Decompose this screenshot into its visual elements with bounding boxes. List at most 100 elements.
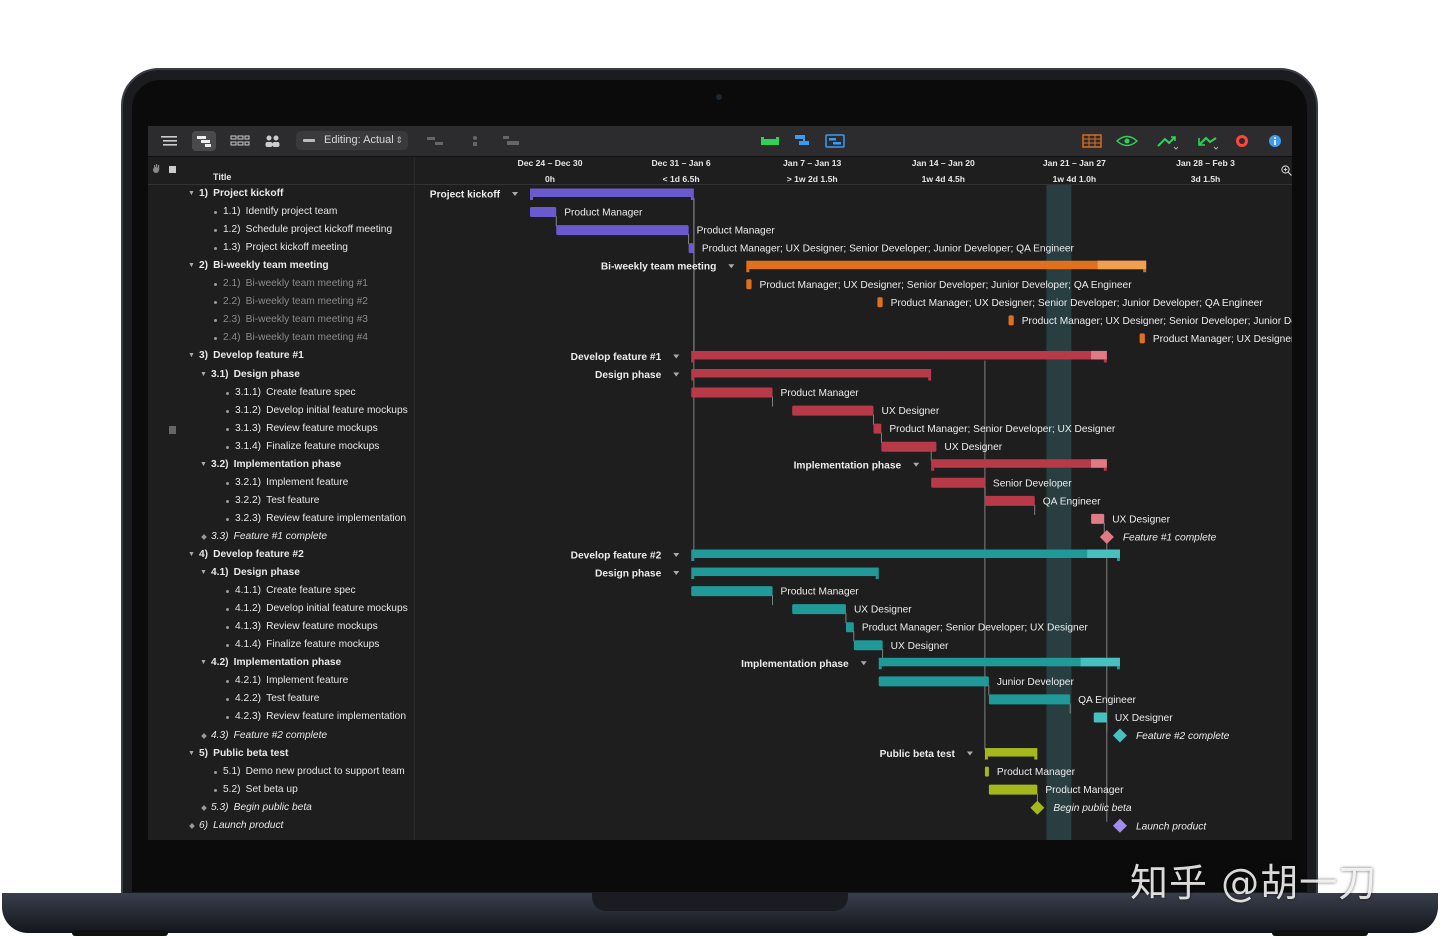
connect-tasks-icon[interactable]: [426, 134, 444, 148]
summary-bar-cap[interactable]: [878, 666, 882, 670]
summary-bar-cap[interactable]: [1116, 558, 1120, 561]
task-row[interactable]: 2.3) Bi-weekly team meeting #3: [148, 311, 414, 329]
task-row[interactable]: 5.3) Begin public beta: [148, 799, 414, 817]
summary-bar-cap[interactable]: [691, 576, 695, 580]
milestone-diamond[interactable]: [1030, 800, 1045, 815]
catch-up-icon[interactable]: [1156, 134, 1178, 150]
title-column-header[interactable]: Title: [213, 172, 232, 182]
summary-bar-cap[interactable]: [691, 359, 695, 363]
summary-bar-remaining[interactable]: [1087, 549, 1120, 559]
task-bar[interactable]: [746, 279, 752, 290]
task-bar[interactable]: [792, 405, 874, 416]
task-row[interactable]: 3.2.2) Test feature: [148, 492, 414, 510]
task-row[interactable]: ▼5) Public beta test: [148, 745, 414, 763]
outline-view-icon[interactable]: [192, 131, 216, 151]
task-row[interactable]: 4.1.2) Develop initial feature mockups: [148, 600, 414, 618]
summary-bar-cap[interactable]: [746, 269, 750, 273]
task-row[interactable]: ▼3.1) Design phase: [148, 366, 414, 384]
task-bar[interactable]: [1008, 315, 1014, 326]
disclosure-triangle-icon[interactable]: ▼: [188, 262, 195, 270]
task-bar[interactable]: [877, 297, 883, 308]
spreadsheet-icon[interactable]: [1082, 134, 1102, 148]
task-bar[interactable]: [878, 676, 989, 687]
task-bar[interactable]: [873, 423, 882, 434]
task-row[interactable]: ▼3.2) Implementation phase: [148, 456, 414, 474]
summary-bar-cap[interactable]: [691, 558, 695, 561]
summary-bar-cap[interactable]: [1103, 467, 1107, 471]
summary-bar[interactable]: [691, 350, 1107, 360]
task-row[interactable]: 4.1.3) Review feature mockups: [148, 618, 414, 636]
collapse-triangle-icon[interactable]: [673, 553, 680, 557]
task-row[interactable]: 4.2.1) Implement feature: [148, 672, 414, 690]
task-bar[interactable]: [688, 243, 694, 254]
task-row[interactable]: ▼2) Bi-weekly team meeting: [148, 257, 414, 275]
task-row[interactable]: ▼3) Develop feature #1: [148, 347, 414, 365]
summary-bar-cap[interactable]: [931, 467, 935, 471]
split-task-icon[interactable]: [502, 134, 520, 148]
summary-bar-cap[interactable]: [690, 197, 694, 200]
task-bar[interactable]: [1093, 712, 1107, 723]
task-row[interactable]: 1.2) Schedule project kickoff meeting: [148, 221, 414, 239]
note-icon[interactable]: [169, 166, 176, 173]
hand-icon[interactable]: [151, 164, 161, 174]
task-bar[interactable]: [1139, 333, 1145, 344]
task-bar[interactable]: [1091, 513, 1105, 524]
summary-bar[interactable]: [746, 260, 1147, 270]
collapse-triangle-icon[interactable]: [673, 372, 680, 377]
eye-icon[interactable]: [1116, 134, 1138, 148]
task-bar[interactable]: [988, 694, 1071, 705]
collapse-triangle-icon[interactable]: [673, 354, 680, 359]
task-bar[interactable]: [691, 387, 773, 398]
task-bar[interactable]: [931, 477, 985, 488]
task-row[interactable]: 4.2.3) Review feature implementation: [148, 708, 414, 726]
task-bar[interactable]: [853, 640, 883, 651]
summary-bar[interactable]: [984, 748, 1038, 757]
task-row[interactable]: 5.2) Set beta up: [148, 781, 414, 799]
disclosure-triangle-icon[interactable]: ▼: [200, 569, 207, 577]
disclosure-triangle-icon[interactable]: ▼: [200, 370, 207, 378]
disclosure-triangle-icon[interactable]: ▼: [200, 659, 207, 667]
milestone-diamond[interactable]: [1112, 728, 1127, 743]
summary-bar[interactable]: [691, 567, 879, 577]
disclosure-triangle-icon[interactable]: ▼: [188, 749, 195, 757]
disclosure-triangle-icon[interactable]: ▼: [188, 352, 195, 360]
task-row[interactable]: 4.1.4) Finalize feature mockups: [148, 636, 414, 654]
today-band[interactable]: [1046, 185, 1072, 840]
pane-divider[interactable]: [414, 157, 415, 840]
task-row[interactable]: 3.1.2) Develop initial feature mockups: [148, 402, 414, 420]
collapse-triangle-icon[interactable]: [860, 661, 867, 666]
collapse-triangle-icon[interactable]: [728, 264, 735, 269]
task-row[interactable]: ▼4.2) Implementation phase: [148, 654, 414, 672]
task-bar[interactable]: [988, 784, 1038, 795]
resource-leveling-icon[interactable]: [793, 134, 811, 148]
task-row[interactable]: 4.2.2) Test feature: [148, 690, 414, 708]
violation-icon[interactable]: [1235, 134, 1249, 148]
summary-bar-cap[interactable]: [530, 197, 533, 200]
summary-bar[interactable]: [691, 549, 1120, 559]
disclosure-triangle-icon[interactable]: ▼: [188, 551, 195, 558]
collapse-triangle-icon[interactable]: [512, 192, 518, 196]
task-row[interactable]: 3.2.1) Implement feature: [148, 474, 414, 492]
task-row[interactable]: 3.2.3) Review feature implementation: [148, 510, 414, 528]
task-row[interactable]: 3.1.4) Finalize feature mockups: [148, 438, 414, 456]
zoom-icon[interactable]: [1281, 165, 1292, 176]
task-bar[interactable]: [530, 207, 557, 218]
summary-bar-cap[interactable]: [1143, 269, 1147, 273]
summary-bar[interactable]: [931, 459, 1107, 468]
milestone-icon[interactable]: [470, 134, 480, 148]
collapse-triangle-icon[interactable]: [913, 462, 920, 467]
task-row[interactable]: 3.1.1) Create feature spec: [148, 384, 414, 402]
note-marker-icon[interactable]: [169, 426, 176, 434]
task-row[interactable]: 4.3) Feature #2 complete: [148, 727, 414, 745]
task-bar[interactable]: [881, 441, 937, 452]
summary-bar[interactable]: [691, 369, 932, 378]
disclosure-triangle-icon[interactable]: ▼: [200, 460, 207, 468]
task-row[interactable]: 4.1.1) Create feature spec: [148, 582, 414, 600]
summary-bar-remaining[interactable]: [1091, 459, 1107, 468]
milestone-diamond[interactable]: [1099, 529, 1114, 544]
summary-bar-cap[interactable]: [1034, 756, 1038, 760]
baseline-icon[interactable]: [759, 134, 781, 148]
collapse-triangle-icon[interactable]: [673, 571, 680, 576]
task-bar[interactable]: [691, 586, 773, 597]
info-icon[interactable]: [1268, 134, 1282, 148]
